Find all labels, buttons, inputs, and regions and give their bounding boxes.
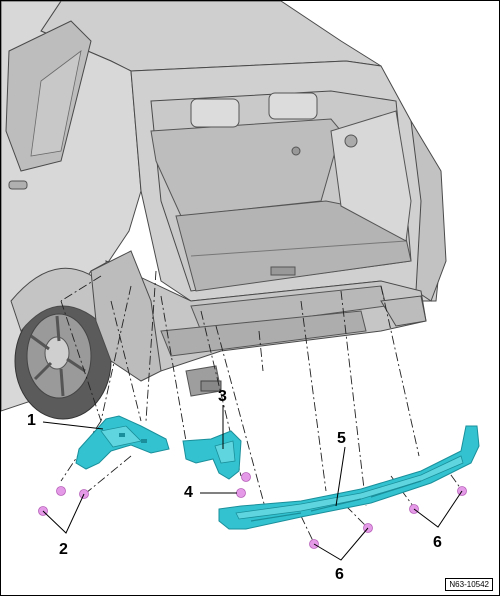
bumper-carrier bbox=[218, 425, 480, 530]
leader-lines bbox=[60, 270, 462, 542]
vehicle-body bbox=[1, 1, 447, 420]
callout-3: 3 bbox=[218, 388, 227, 405]
callout-6-right: 6 bbox=[433, 534, 442, 551]
figure-reference-code: N63-10542 bbox=[445, 578, 493, 591]
guide-bracket bbox=[182, 430, 242, 480]
callout-1: 1 bbox=[27, 412, 36, 429]
nut-markers bbox=[38, 472, 467, 549]
callout-6-lower: 6 bbox=[335, 566, 344, 583]
callout-4: 4 bbox=[184, 484, 193, 501]
callout-pointers bbox=[42, 405, 463, 561]
callout-2: 2 bbox=[59, 541, 68, 558]
left-bumper-bracket bbox=[75, 415, 170, 470]
callout-5: 5 bbox=[337, 430, 346, 447]
